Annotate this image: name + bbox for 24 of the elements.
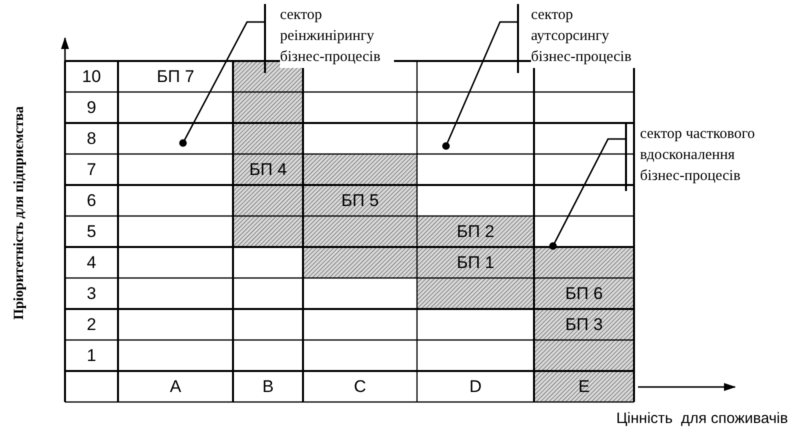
column-letter: D [469,376,482,398]
column-letter: C [354,376,366,398]
row-number: 8 [86,128,96,150]
row-number: 7 [86,159,96,181]
process-label: БП 4 [249,159,287,181]
row-number: 9 [86,97,96,119]
column-letter: B [262,376,274,398]
process-label: БП 5 [341,190,379,212]
process-label: БП 7 [156,66,194,88]
row-number: 3 [86,283,96,305]
column-letter: E [578,376,590,398]
axis-title: Пріоритетність для підприємства [12,105,28,322]
row-number: 4 [86,252,96,274]
process-label: БП 2 [456,221,494,243]
axis-title: Цінність для споживачів [615,410,788,427]
leader-line [549,138,625,250]
row-number: 6 [86,190,96,212]
leader-line [442,21,517,150]
row-number: 1 [86,345,96,367]
leader-line [179,21,264,147]
row-number: 5 [86,221,96,243]
column-letter: A [170,376,182,398]
row-number: 2 [86,314,96,336]
row-number: 10 [82,66,101,88]
